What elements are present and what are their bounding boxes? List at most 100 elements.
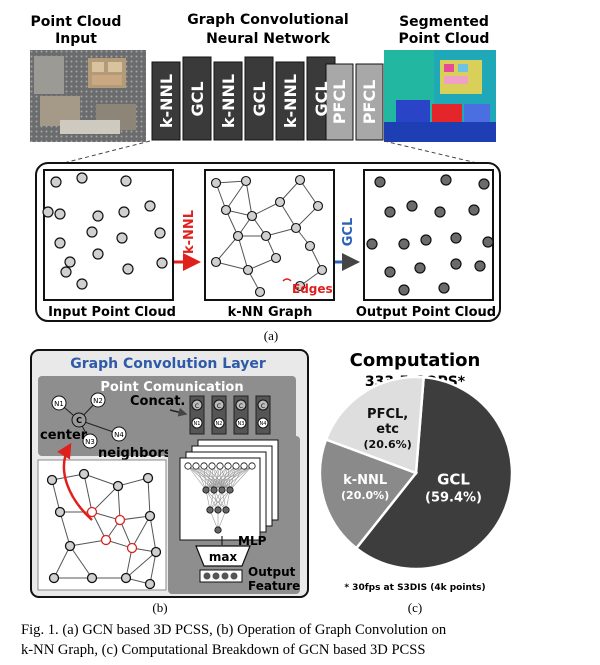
concat-label: Concat. (130, 394, 185, 409)
output-point (478, 178, 490, 190)
gcl-arrow-label: GCL (341, 218, 356, 247)
input-point (154, 227, 166, 239)
inset-edge (91, 511, 107, 541)
input-point (50, 176, 62, 188)
layer-label-7: PFCL (330, 80, 349, 125)
inset-point (150, 546, 162, 558)
input-point (76, 172, 88, 184)
output-cloud-label: Output Point Cloud (356, 305, 496, 320)
mlp-neuron (200, 462, 208, 470)
output-feature-line1: Output (248, 565, 296, 579)
layer-label-2: GCL (188, 81, 207, 116)
graph-edge (299, 179, 319, 207)
inset-edge (147, 477, 151, 517)
inset-point (112, 480, 124, 492)
inset-point (114, 514, 126, 526)
max-trapezoid (195, 545, 251, 567)
mlp-neuron (214, 526, 222, 534)
inset-edge (59, 511, 71, 547)
mlp-connection (205, 465, 237, 491)
mlp-neuron (192, 462, 200, 470)
edges-label: Edges (292, 282, 333, 296)
pie-slice-k-nnl (318, 437, 419, 550)
knnl-arrow-label: k-NNL (182, 210, 197, 254)
graph-edge (295, 205, 319, 229)
inset-point (144, 510, 156, 522)
input-cloud-box (43, 169, 174, 301)
max-label: max (209, 550, 238, 564)
output-point (434, 206, 446, 218)
graph-edge (215, 261, 249, 271)
graph-point (316, 264, 328, 276)
input-point (120, 175, 132, 187)
mlp-neuron (214, 506, 222, 514)
inset-edge (117, 485, 121, 521)
mlp-neuron (216, 462, 224, 470)
input-point (144, 200, 156, 212)
graph-edge (247, 257, 277, 271)
output-point (450, 232, 462, 244)
inset-point (144, 578, 156, 590)
stack-c-2: C (217, 403, 221, 410)
output-point (398, 238, 410, 250)
graph-edge (265, 227, 297, 237)
graph-point (270, 252, 282, 264)
red-selection-arrow (57, 442, 93, 521)
pie-label-2-1: etc (376, 422, 399, 437)
inset-edge (91, 485, 119, 513)
subfigure-b-label: (b) (152, 600, 167, 615)
inset-edge (51, 473, 85, 481)
inset-edge (131, 515, 151, 549)
graph-point (254, 286, 266, 298)
layer-label-3: k-NNL (219, 74, 238, 128)
graph-point (210, 177, 222, 189)
inset-point (86, 506, 98, 518)
pie-label-0-1: (59.4%) (425, 491, 482, 506)
output-point (482, 236, 494, 248)
graph-edge (215, 235, 239, 263)
output-title-line1: Segmented (399, 14, 489, 30)
output-point (384, 206, 396, 218)
caption-line-1: Fig. 1. (a) GCN based 3D PCSS, (b) Opera… (21, 622, 447, 638)
stack-n1: N1 (194, 421, 201, 427)
panel-b-title: Graph Convolution Layer (70, 356, 266, 372)
output-point (414, 262, 426, 274)
input-point (76, 278, 88, 290)
graph-point (294, 174, 306, 186)
mlp-connection (205, 465, 245, 491)
layer-label-1: k-NNL (157, 74, 176, 128)
mlp-neuron (222, 506, 230, 514)
layer-label-6: GCL (312, 81, 331, 116)
graph-point (312, 200, 324, 212)
node-c: C (76, 416, 82, 425)
inset-edge (149, 551, 157, 585)
chart-title: Computation (350, 350, 481, 371)
graph-edge (245, 180, 253, 217)
graph-point (240, 175, 252, 187)
output-point (438, 282, 450, 294)
graph-point (210, 256, 222, 268)
figure: Point Cloud Input Graph Convolutional Ne… (30, 12, 514, 615)
mlp-label: MLP (238, 534, 267, 548)
input-point (54, 208, 66, 220)
pie-chart: GCL(59.4%)k-NNL(20.0%)PFCL,etc(20.6%) (318, 375, 514, 571)
input-title-line2: Input (55, 31, 97, 47)
knn-graph-label: k-NN Graph (228, 305, 313, 320)
stack-c-4: C (261, 403, 265, 410)
mlp-neuron (208, 462, 216, 470)
stack-c-3: C (239, 403, 243, 410)
inset-point (46, 474, 58, 486)
center-label: center (40, 428, 88, 443)
inset-edge (149, 515, 157, 553)
inset-point (142, 472, 154, 484)
inset-point (126, 542, 138, 554)
inset-edge (69, 539, 107, 547)
layer-blocks: k-NNL GCL k-NNL GCL k-NNL GCL PFCL PFCL (151, 56, 384, 141)
output-point (468, 204, 480, 216)
pie-slice-gcl (354, 375, 514, 571)
concat-stack: C C C C N1 N2 N3 N4 (189, 395, 271, 435)
layer-label-8: PFCL (360, 80, 379, 125)
graph-point (304, 240, 316, 252)
layer-label-4: GCL (250, 81, 269, 116)
inset-edge (125, 551, 157, 579)
